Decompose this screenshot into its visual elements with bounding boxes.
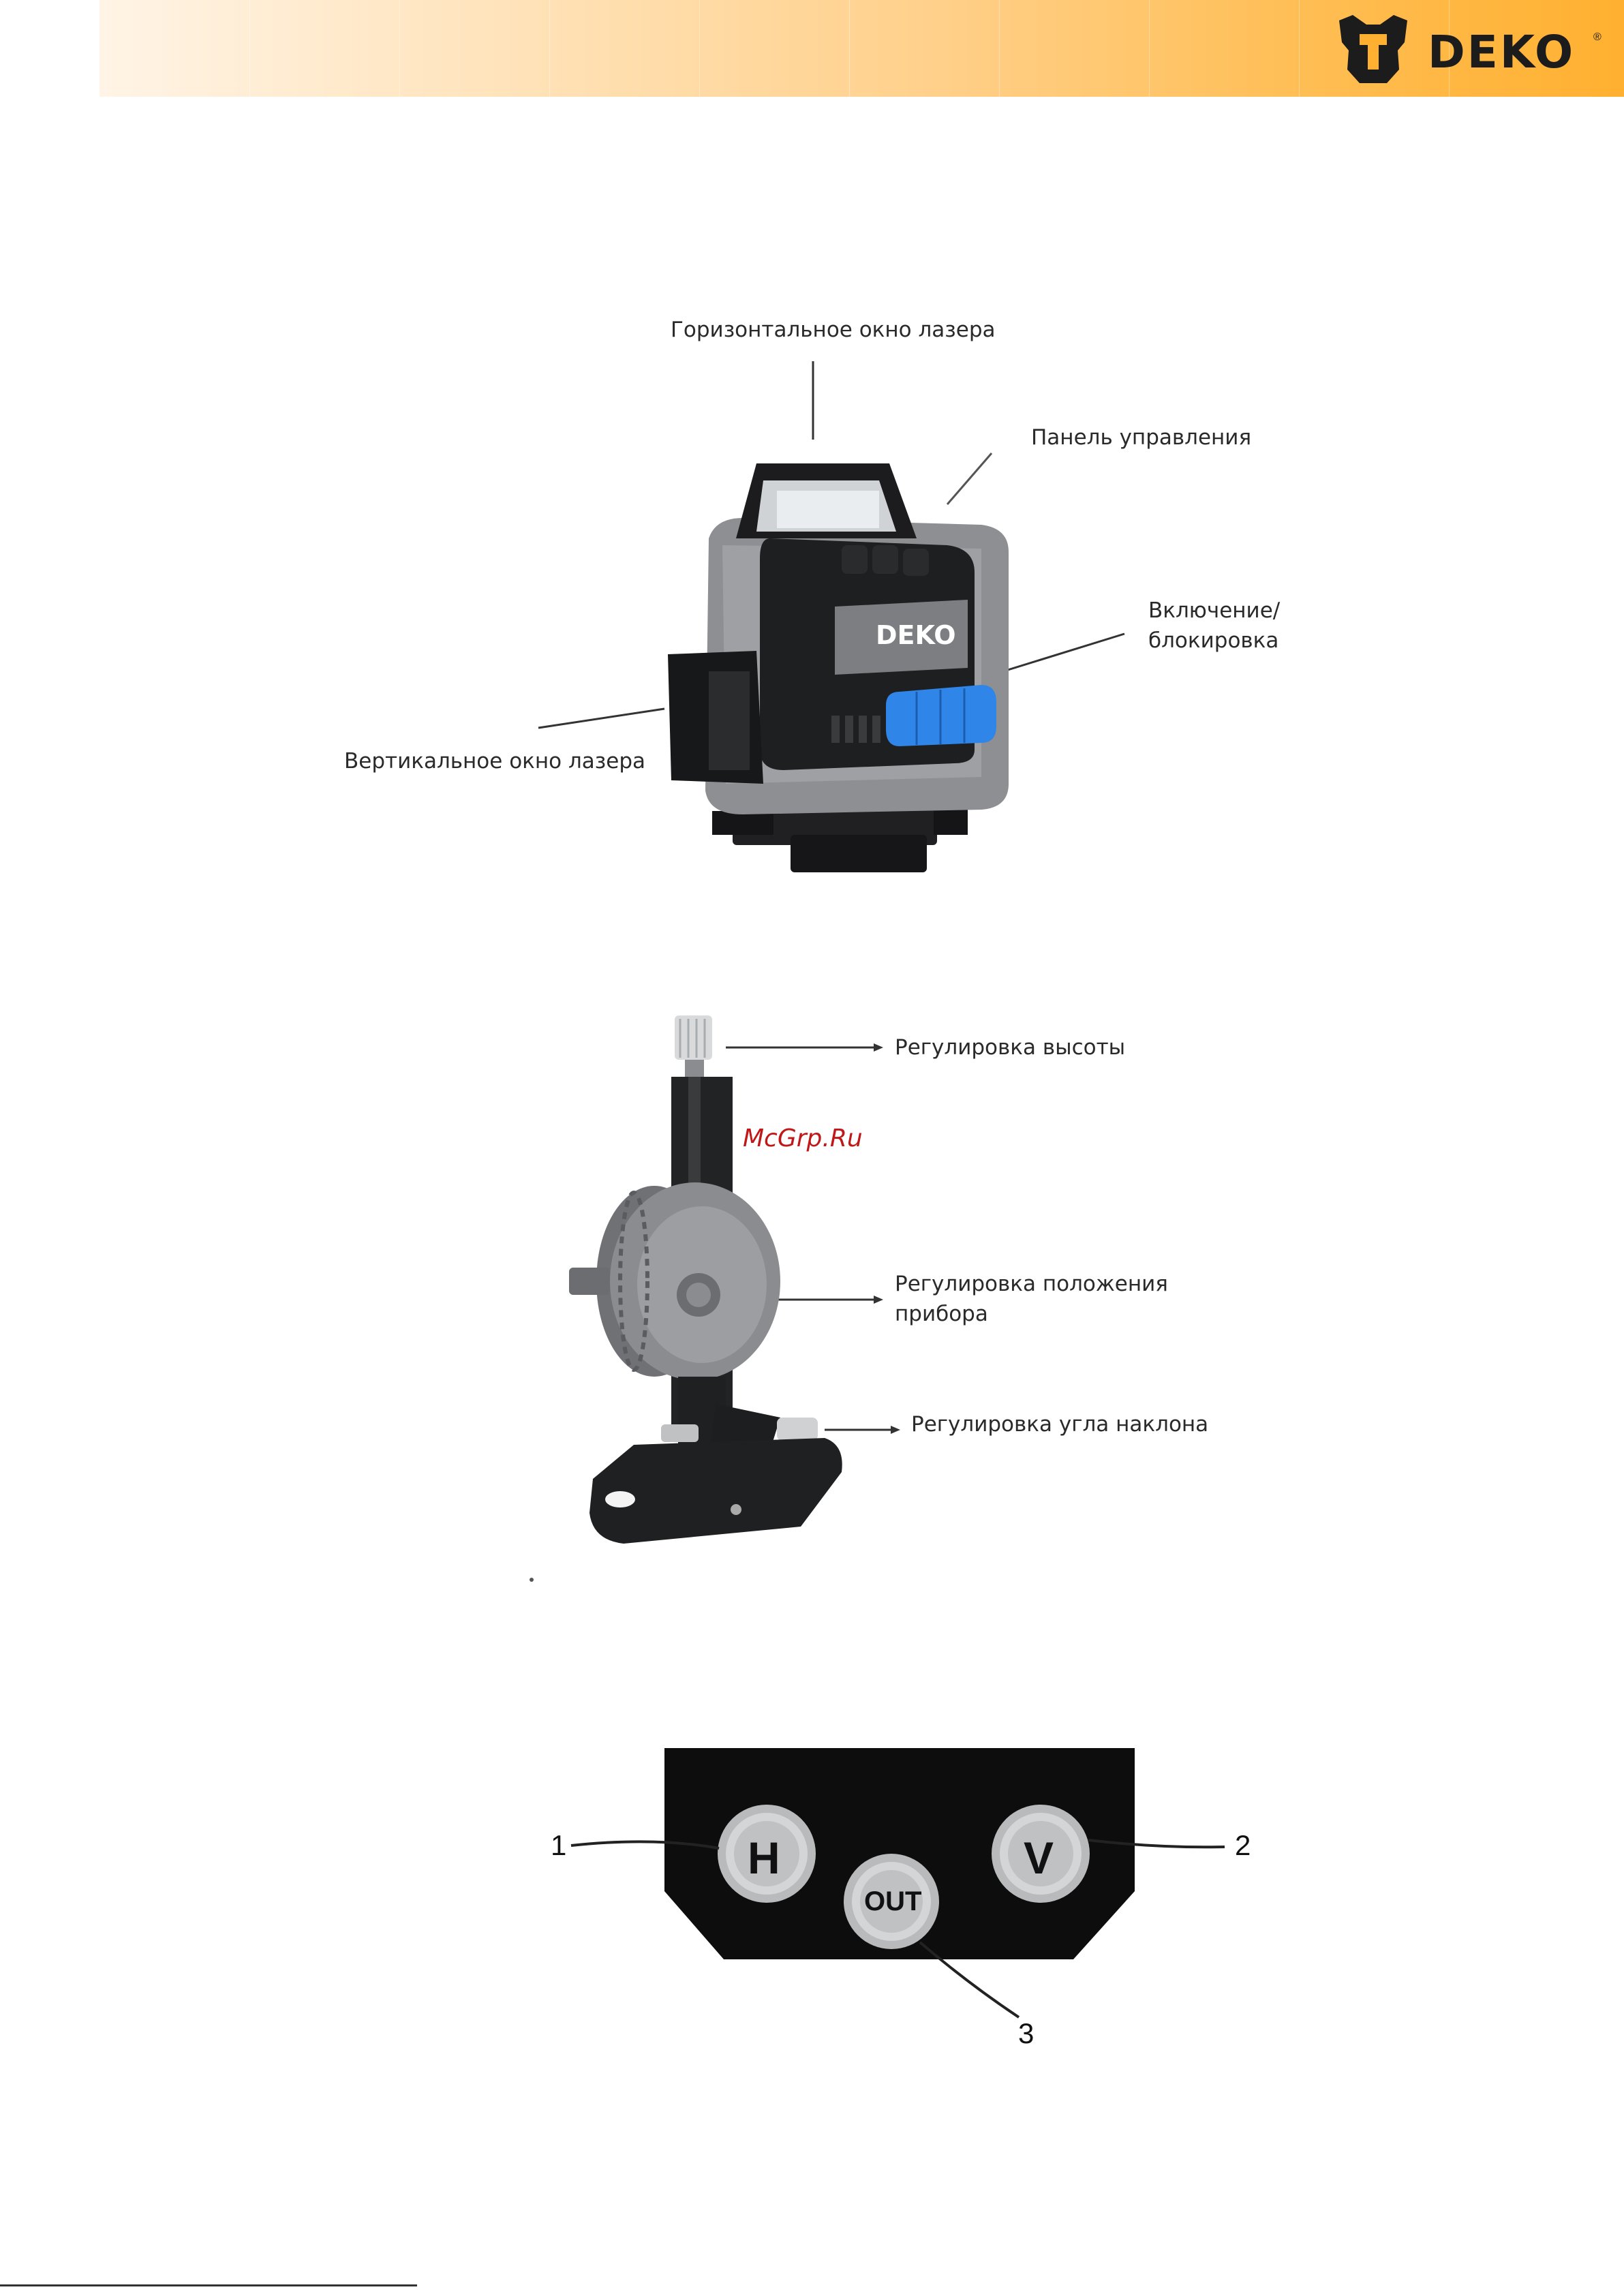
callout-2: 2 [1235,1829,1251,1862]
callout-1: 1 [551,1829,566,1862]
callout-3: 3 [1018,2017,1034,2050]
control-panel-illustration [0,0,1624,2113]
footnote-divider [0,2284,417,2286]
button-h-label: H [748,1832,780,1884]
button-out-label: OUT [864,1886,921,1917]
button-v-label: V [1024,1832,1054,1884]
